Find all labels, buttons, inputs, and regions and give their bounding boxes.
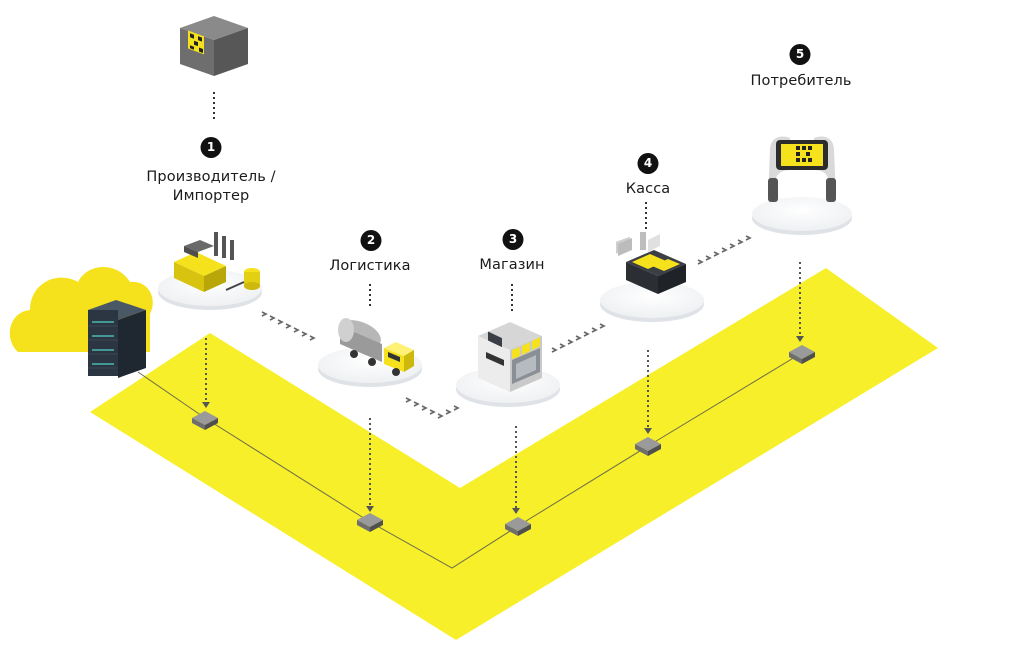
phone-scan-icon xyxy=(768,136,836,202)
shop-icon xyxy=(478,322,542,392)
stage-1-badge: 1 xyxy=(200,137,222,158)
stage-1-label-line2: Импортер xyxy=(172,188,250,204)
stage-2-badge: 2 xyxy=(360,230,382,251)
vertical-links xyxy=(205,262,801,508)
cloud-server-icon xyxy=(9,267,153,378)
floor-node xyxy=(505,517,531,536)
floor-node xyxy=(635,437,661,456)
stage-4-label: Касса xyxy=(625,181,671,197)
stage-3-label: Магазин xyxy=(479,257,545,273)
cash-register-icon xyxy=(616,232,686,294)
flow-arrows xyxy=(261,235,752,419)
stage-3-badge: 3 xyxy=(502,229,524,250)
factory-icon xyxy=(174,232,260,292)
vertical-arrowheads xyxy=(202,336,804,514)
floor-node xyxy=(789,345,815,364)
box-qr-icon xyxy=(180,16,248,76)
stage-5-label: Потребитель xyxy=(750,73,852,89)
tanker-truck-icon xyxy=(338,318,414,376)
floor-node xyxy=(357,513,383,532)
stage-4-badge: 4 xyxy=(637,153,659,174)
stage-1-label: Производитель / Импортер xyxy=(146,168,275,206)
floor-node xyxy=(192,411,218,430)
label-links xyxy=(369,202,647,312)
shop-awning xyxy=(512,337,540,359)
floor-nodes xyxy=(192,345,815,536)
stage-2-label: Логистика xyxy=(329,258,411,274)
stage-1-label-line1: Производитель / xyxy=(146,169,276,185)
stage-5-badge: 5 xyxy=(789,44,811,65)
yellow-floor xyxy=(90,268,938,640)
